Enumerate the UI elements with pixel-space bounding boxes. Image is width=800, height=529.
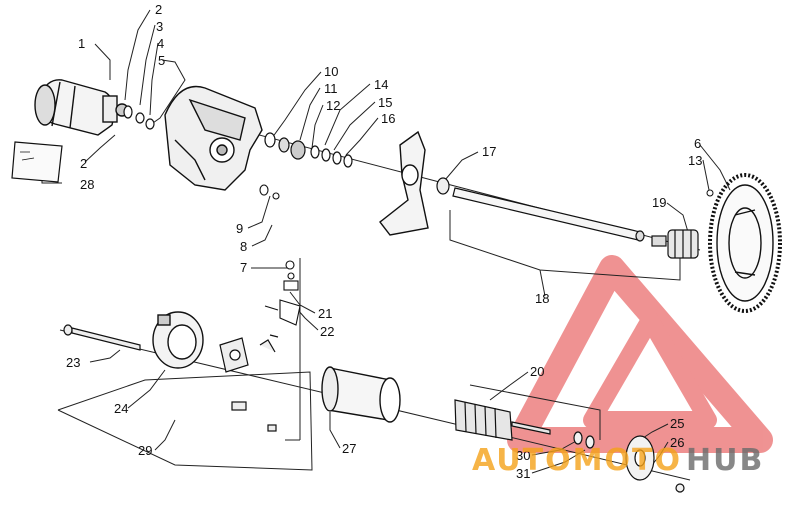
callout-2a: 2 xyxy=(155,2,162,17)
support-arm-part xyxy=(379,130,429,236)
callout-27: 27 xyxy=(342,441,356,456)
end-plate-25 xyxy=(573,431,685,493)
callout-18: 18 xyxy=(535,291,549,306)
drive-shaft-18 xyxy=(452,187,667,247)
callout-29: 29 xyxy=(138,443,152,458)
callout-20: 20 xyxy=(530,364,544,379)
motor-housing-27 xyxy=(321,366,401,423)
callout-26: 26 xyxy=(670,435,684,450)
callout-11: 11 xyxy=(324,81,338,96)
callout-16: 16 xyxy=(381,111,395,126)
pinion-19 xyxy=(667,229,699,259)
armature-20 xyxy=(454,399,551,441)
callout-30: 30 xyxy=(516,448,530,463)
screw-13 xyxy=(706,189,714,197)
callout-3: 3 xyxy=(156,19,163,34)
watermark-text: AUTOMOTO HUB xyxy=(472,443,764,478)
callout-1: 1 xyxy=(78,36,85,51)
callout-15: 15 xyxy=(378,95,392,110)
shaft-components-10-16 xyxy=(264,132,353,168)
callout-17: 17 xyxy=(482,144,496,159)
starter-motor-part xyxy=(34,79,129,136)
watermark-word-orange: AUTOMOTO xyxy=(472,443,682,478)
callout-12: 12 xyxy=(326,98,340,113)
callout-labels: 1 2 3 4 5 2 28 10 11 12 14 15 16 17 6 13… xyxy=(66,2,702,481)
callout-19: 19 xyxy=(652,195,666,210)
callout-2b: 2 xyxy=(80,156,87,171)
bushing-17 xyxy=(436,177,450,195)
hardware-7-9 xyxy=(259,184,301,326)
callout-7: 7 xyxy=(240,260,247,275)
washers-3-5 xyxy=(123,105,155,130)
watermark-word-gray: HUB xyxy=(686,443,764,478)
end-cap-24 xyxy=(152,311,204,369)
mounting-bracket-part xyxy=(164,85,263,191)
callout-9: 9 xyxy=(236,221,243,236)
callout-31: 31 xyxy=(516,466,530,481)
long-bolt-23 xyxy=(63,324,141,351)
callout-14: 14 xyxy=(374,77,388,92)
callout-21: 21 xyxy=(318,306,332,321)
callout-23: 23 xyxy=(66,355,80,370)
pad-part-28 xyxy=(11,141,63,183)
callout-28: 28 xyxy=(80,177,94,192)
callout-24: 24 xyxy=(114,401,128,416)
ring-gear-6 xyxy=(708,173,782,313)
callout-13: 13 xyxy=(688,153,702,168)
callout-6: 6 xyxy=(694,136,701,151)
callout-22: 22 xyxy=(320,324,334,339)
brush-holder-part xyxy=(219,334,279,432)
callout-8: 8 xyxy=(240,239,247,254)
callout-4: 4 xyxy=(157,36,164,51)
callout-25: 25 xyxy=(670,416,684,431)
callout-5: 5 xyxy=(158,53,165,68)
callout-10: 10 xyxy=(324,64,338,79)
